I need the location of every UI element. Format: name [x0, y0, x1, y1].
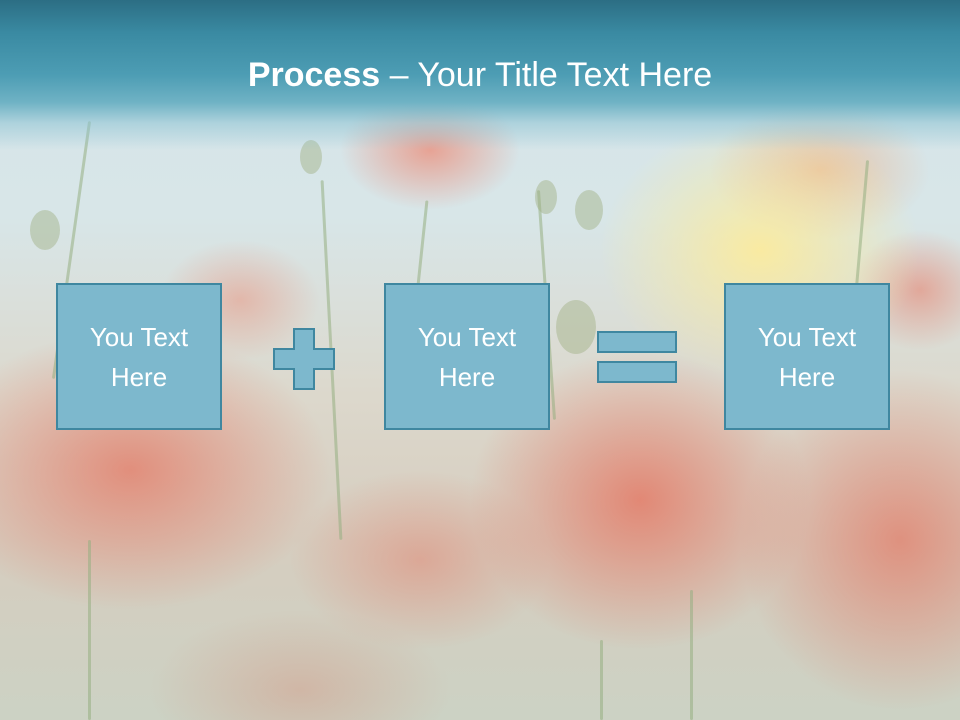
title-bold-text: Process [247, 56, 381, 94]
process-box-3-line-1: You Text [757, 321, 857, 352]
process-box-2-line-2: Here [438, 361, 496, 392]
process-box-1[interactable]: You Text Here [56, 283, 222, 430]
process-box-1-line-2: Here [110, 361, 168, 392]
process-box-2-line-1: You Text [417, 321, 517, 352]
plus-icon [272, 327, 336, 391]
title-rest-text: – Your Title Text Here [380, 56, 713, 94]
process-box-3[interactable]: You Text Here [724, 283, 890, 430]
slide-title: Process – Your Title Text Here [0, 54, 960, 96]
equals-icon [596, 330, 678, 384]
process-box-3-line-2: Here [778, 361, 836, 392]
process-box-2[interactable]: You Text Here [384, 283, 550, 430]
process-box-1-line-1: You Text [89, 321, 189, 352]
title-bar: Process – Your Title Text Here [0, 0, 960, 150]
